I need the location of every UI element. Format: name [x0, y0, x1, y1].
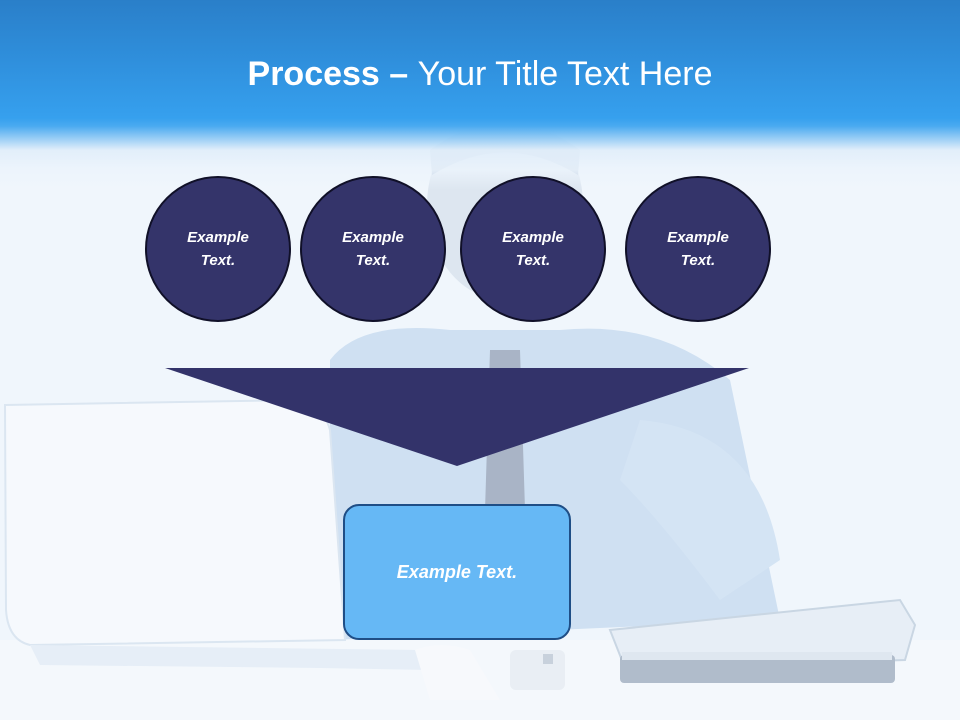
process-circle-1[interactable]: Example Text.	[145, 176, 291, 322]
header-band	[0, 0, 960, 190]
result-label: Example Text.	[396, 561, 518, 582]
result-box[interactable]: Example Text.	[343, 504, 571, 640]
circle-label: Example Text.	[342, 229, 404, 269]
funnel-arrow[interactable]	[165, 368, 749, 466]
process-circle-3[interactable]: Example Text.	[460, 176, 606, 322]
circle-label: Example Text.	[502, 229, 564, 269]
circle-label: Example Text.	[187, 229, 249, 269]
title-text: Your Title Text Here	[417, 55, 713, 93]
slide-title: Process – Your Title Text Here	[0, 52, 960, 96]
circle-label: Example Text.	[667, 229, 729, 269]
process-circle-2[interactable]: Example Text.	[300, 176, 446, 322]
process-circle-4[interactable]: Example Text.	[625, 176, 771, 322]
title-process: Process	[247, 55, 380, 93]
title-dash: –	[379, 55, 418, 93]
